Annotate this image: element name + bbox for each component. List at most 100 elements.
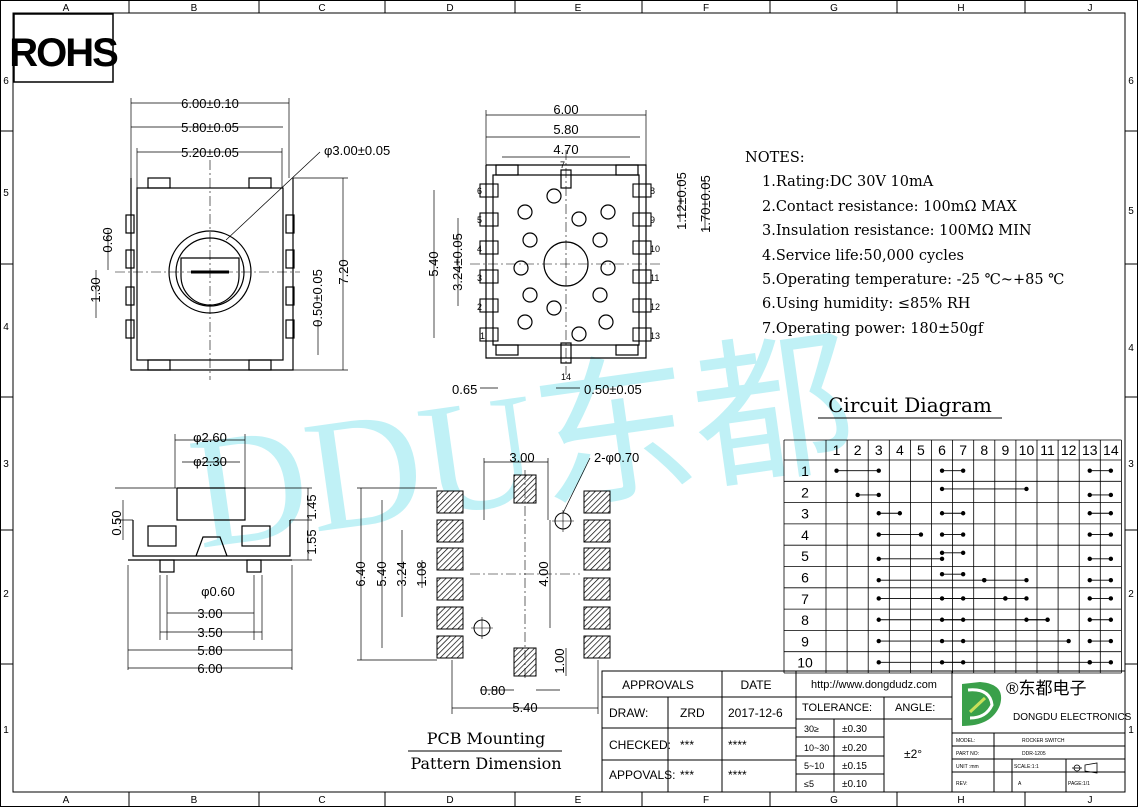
circuit-connections (834, 468, 1114, 665)
dim-label: 7.20 (336, 259, 351, 284)
circuit-node (1108, 556, 1114, 562)
circuit-node (939, 596, 945, 601)
circuit-node (960, 511, 966, 516)
circuit-node (1087, 532, 1092, 537)
notes: NOTES: 1.Rating:DC 30V 10mA 2.Contact re… (745, 146, 1064, 341)
angle-label: ANGLE: (895, 702, 935, 714)
pcb-pattern (357, 457, 611, 752)
pin-number: 6 (477, 186, 482, 196)
circuit-node (939, 660, 945, 665)
pcb-title-1: PCB Mounting (427, 729, 546, 748)
circuit-col-label: 6 (938, 442, 946, 458)
dim-label: 5.80 (197, 643, 222, 658)
dim-label: 4.00 (536, 561, 551, 586)
circuit-node (876, 511, 881, 516)
dim-label: φ2.60 (193, 430, 227, 445)
dim-label: 2-φ0.70 (594, 450, 639, 465)
pin-number: 3 (477, 273, 482, 283)
circuit-node (1087, 660, 1092, 665)
circuit-node (939, 511, 945, 516)
circuit-row-label: 6 (801, 570, 809, 586)
row-label: 5 (3, 188, 9, 199)
note-item: 2.Contact resistance: 100mΩ MAX (762, 198, 1017, 215)
circuit-node (960, 468, 966, 473)
circuit-row-label: 2 (801, 484, 809, 500)
dim-label: 0.80 (480, 683, 505, 698)
circuit-node (1087, 577, 1092, 583)
title-block-text: APPROVALS DATE DRAW: ZRD 2017-12-6 CHECK… (609, 678, 1132, 790)
col-label: E (575, 3, 582, 14)
checked-date: **** (728, 738, 747, 752)
circuit-node (939, 571, 945, 577)
note-item: 3.Insulation resistance: 100MΩ MIN (762, 223, 1032, 240)
circuit-col-label: 7 (959, 442, 967, 458)
checked-label: CHECKED: (609, 738, 671, 752)
row-label: 5 (1128, 206, 1134, 217)
circuit-node (1108, 532, 1114, 537)
circuit-col-label: 3 (875, 442, 883, 458)
circuit-node (918, 532, 924, 537)
circuit-col-label: 4 (896, 442, 904, 458)
draw-label: DRAW: (609, 706, 648, 720)
circuit-node (1108, 577, 1114, 583)
circuit-row-label: 3 (801, 506, 809, 522)
row-label: 2 (3, 589, 9, 600)
circuit-node (1087, 617, 1092, 622)
note-item: 4.Service life:50,000 cycles (762, 247, 964, 264)
circuit-node (1108, 468, 1114, 473)
col-label: F (703, 795, 709, 806)
circuit-node (876, 468, 881, 473)
dim-label: 3.24±0.05 (450, 233, 465, 291)
rev-label: REV: (956, 781, 967, 787)
model-value: ROCKER SWITCH (1022, 738, 1065, 744)
circuit-col-label: 9 (1001, 442, 1009, 458)
brand-cn: ®东都电子 (1006, 679, 1087, 698)
pin-number: 9 (650, 215, 655, 225)
tol-range: 10~30 (804, 743, 829, 753)
circuit-grid (783, 439, 1122, 674)
circuit-col-label: 8 (980, 442, 988, 458)
pin-number: 14 (561, 372, 571, 382)
circuit-node (834, 468, 839, 473)
circuit-node (939, 638, 945, 644)
circuit-row-label: 7 (801, 591, 809, 607)
circuit-col-label: 5 (917, 442, 925, 458)
row-label: 1 (3, 725, 9, 736)
dim-label: 3.24 (394, 561, 409, 586)
appovals-label: APPOVALS: (609, 768, 675, 782)
circuit-node (876, 532, 881, 537)
tol-range: ≤5 (804, 779, 814, 789)
circuit-node (1087, 596, 1092, 601)
pin-number: 10 (650, 244, 660, 254)
tol-value: ±0.30 (842, 724, 867, 735)
circuit-node (939, 532, 945, 537)
dim-label: φ0.60 (201, 584, 235, 599)
pin-number: 11 (650, 273, 659, 283)
dim-label: 5.80 (553, 122, 578, 137)
circuit-node (876, 617, 881, 622)
dim-label: φ3.00±0.05 (324, 143, 390, 158)
circuit-node (1087, 511, 1092, 516)
notes-heading: NOTES: (745, 150, 805, 166)
circuit-node (1024, 617, 1029, 622)
tol-value: ±0.15 (842, 761, 867, 772)
circuit-node (939, 617, 945, 622)
circuit-node (960, 596, 966, 601)
tol-value: ±0.10 (842, 779, 867, 790)
circuit-row-label: 8 (801, 612, 809, 628)
part-value: DDR-1205 (1022, 751, 1046, 757)
circuit-node (939, 556, 945, 562)
top-view-dims: 6.00±0.10 5.80±0.05 5.20±0.05 φ3.00±0.05… (88, 96, 390, 327)
circuit-node (960, 571, 966, 577)
pin-number: 13 (650, 331, 660, 341)
draw-date: 2017-12-6 (728, 706, 783, 720)
note-item: 7.Operating power: 180±50gf (762, 320, 984, 337)
dim-label: 1.30 (88, 277, 103, 302)
circuit-node (876, 492, 881, 498)
pin-number: 7 (560, 160, 565, 170)
circuit-node (1087, 638, 1092, 644)
circuit-node (876, 556, 881, 562)
website-url: http://www.dongdudz.com (811, 679, 937, 691)
